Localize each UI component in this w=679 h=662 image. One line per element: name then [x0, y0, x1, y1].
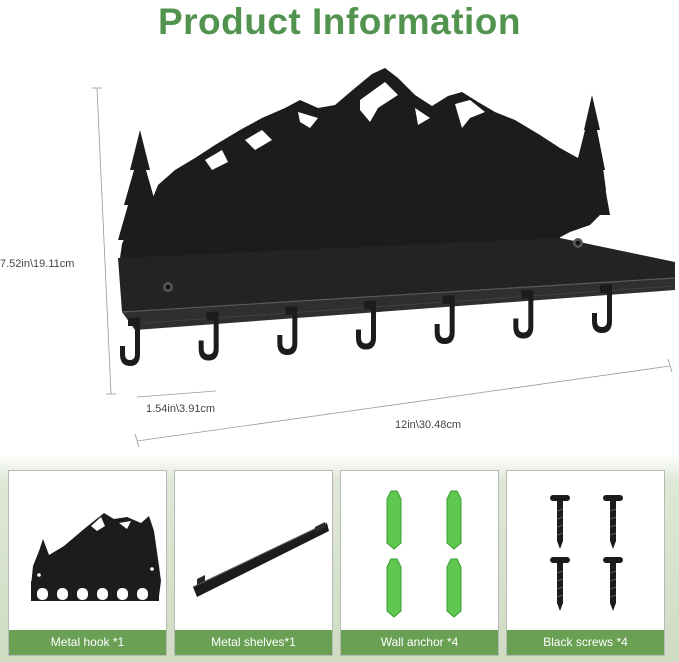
hook-spacing-label: 1.54in\3.91cm: [146, 403, 215, 415]
accessory-panel-wall-anchor: Wall anchor *4: [340, 470, 499, 656]
screw-icons: [550, 495, 623, 611]
caption-metal-hook: Metal hook *1: [9, 630, 166, 655]
hook: [120, 317, 140, 366]
metal-hook-thumbnail: [31, 513, 161, 601]
hook-row: [120, 284, 612, 366]
accessory-panel-black-screws: Black screws *4: [506, 470, 665, 656]
height-dimension-label: 7.52in\19.11cm: [0, 258, 74, 270]
caption-metal-shelves: Metal shelves*1: [175, 630, 332, 655]
accessory-panel-metal-hook: Metal hook *1: [8, 470, 167, 656]
caption-black-screws: Black screws *4: [507, 630, 664, 655]
black-screws-thumbnail: [550, 495, 623, 611]
hook: [356, 300, 376, 350]
caption-wall-anchor: Wall anchor *4: [341, 630, 498, 655]
hook: [434, 295, 455, 344]
height-dimension-line: [92, 87, 116, 395]
hook: [513, 289, 534, 339]
width-dimension-label: 12in\30.48cm: [395, 419, 461, 431]
wall-anchor-thumbnail: [386, 490, 462, 618]
page-title: Product Information: [157, 1, 522, 42]
hook: [592, 284, 612, 333]
wall-anchor-icons: [386, 490, 462, 618]
hook: [198, 311, 219, 361]
spacing-dimension-line: [136, 390, 217, 398]
metal-shelf: [118, 238, 676, 330]
accessory-panel-metal-shelves: Metal shelves*1: [174, 470, 333, 656]
metal-shelf-thumbnail: [192, 522, 329, 597]
hook: [277, 306, 298, 355]
width-dimension-line: [134, 358, 673, 448]
product-illustration: 7.52in\19.11cm 1.54in\3.91cm 12in\30.48c…: [0, 68, 676, 448]
mountain-silhouette: [118, 68, 610, 262]
